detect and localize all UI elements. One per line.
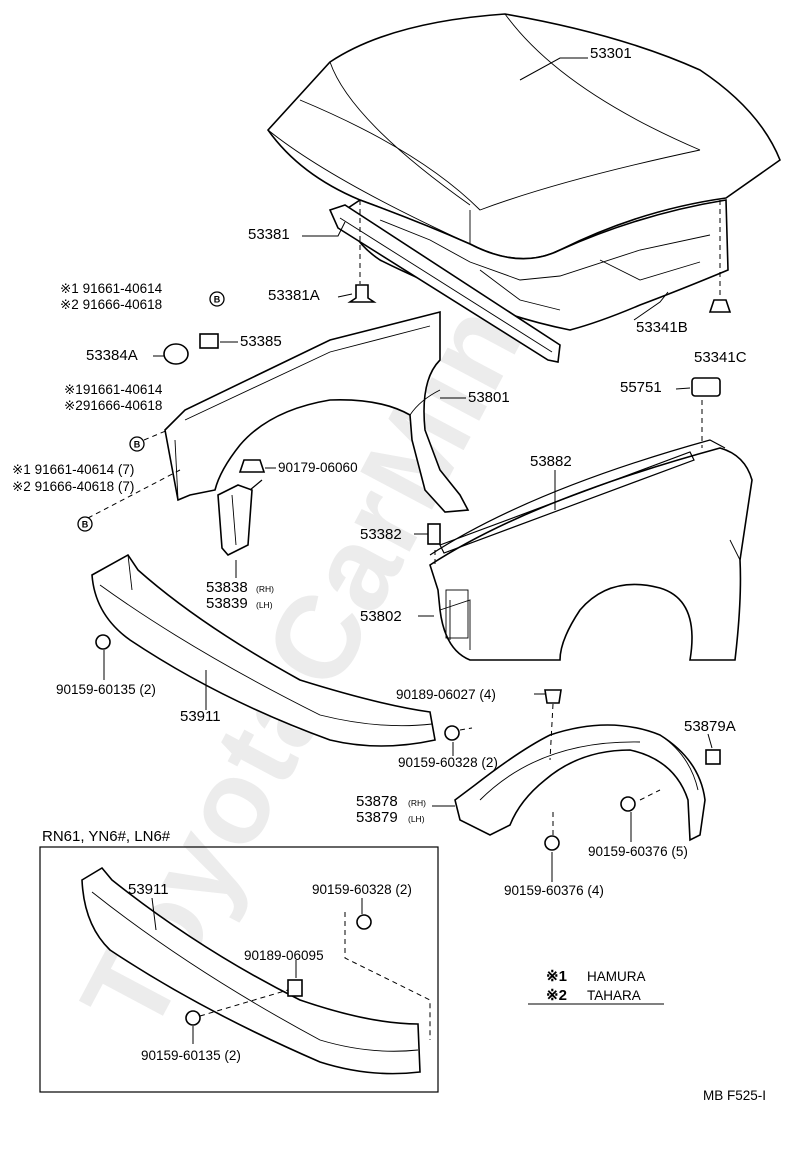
label-53879a: 53879A [684, 718, 736, 735]
label-90159-60376-4: 90159-60376 (4) [504, 883, 604, 898]
bolt-90159-60135[interactable] [95, 634, 111, 650]
label-clip-group1-b: ※2 91666-40618 [60, 297, 162, 312]
stop-53341c[interactable] [708, 299, 732, 313]
label-90159-60328: 90159-60328 (2) [398, 755, 498, 770]
assembly-dashed-lines [87, 200, 721, 835]
label-53802: 53802 [360, 608, 402, 625]
label-90179-06060: 90179-06060 [278, 460, 358, 475]
label-clip-group2-b: ※291666-40618 [64, 398, 162, 413]
inset-title: RN61, YN6#, LN6# [42, 828, 171, 845]
bolt-90159-60328[interactable] [444, 725, 460, 741]
retainer-53385[interactable] [199, 333, 219, 349]
label-53382: 53382 [360, 526, 402, 543]
label-53911: 53911 [180, 708, 221, 725]
label-53301: 53301 [590, 45, 632, 62]
svg-text:B: B [134, 440, 141, 450]
label-53838: 53838 [206, 579, 248, 596]
label-53839: 53839 [206, 595, 248, 612]
label-53882: 53882 [530, 453, 572, 470]
inset-label-53911: 53911 [128, 881, 169, 898]
label-53381: 53381 [248, 226, 290, 243]
front-spoiler-53911[interactable] [91, 553, 436, 747]
clip-53381a[interactable] [347, 284, 377, 303]
label-53381a: 53381A [268, 287, 320, 304]
inset-label-90159-60328: 90159-60328 (2) [312, 882, 412, 897]
fender-molding-53882[interactable] [439, 451, 695, 554]
fender-apron-53801[interactable] [164, 310, 470, 513]
pad-53384a[interactable] [163, 343, 189, 365]
label-90189-06027: 90189-06027 (4) [396, 687, 496, 702]
screw-90159-60376-5[interactable] [620, 796, 636, 812]
label-53879-side: (LH) [408, 814, 425, 824]
clip-90189-06027[interactable] [544, 689, 562, 704]
footer-code: MB F525-I [703, 1088, 766, 1103]
label-clip-group3-a: ※1 91661-40614 (7) [12, 462, 134, 477]
inset-variant-box: RN61, YN6#, LN6# 53911 90159-60328 (2) 9… [39, 828, 439, 1093]
leader-lines [103, 57, 713, 882]
bracket-53838-53839[interactable] [217, 479, 263, 556]
label-clip-group2-a: ※191661-40614 [64, 382, 163, 397]
label-53879: 53879 [356, 809, 398, 826]
inset-spoiler-53911[interactable] [81, 866, 421, 1075]
legend-mark-1: ※1 [546, 968, 567, 985]
label-53385: 53385 [240, 333, 282, 350]
fender-liner-53878-53879[interactable] [454, 724, 706, 842]
inset-bolt-90159-60328[interactable] [356, 914, 372, 930]
badge-b-1: B [209, 291, 225, 307]
legend-name-1: HAMURA [587, 969, 646, 984]
legend-name-2: TAHARA [587, 988, 641, 1003]
label-53341b: 53341B [636, 319, 688, 336]
hood-seal-53381[interactable] [328, 204, 561, 363]
clip-53382[interactable] [427, 523, 441, 545]
label-clip-group1-a: ※1 91661-40614 [60, 281, 163, 296]
label-53384a: 53384A [86, 347, 138, 364]
label-53839-side: (LH) [256, 600, 273, 610]
label-53878: 53878 [356, 793, 398, 810]
inset-bolt-90159-60135[interactable] [185, 1010, 201, 1026]
badge-b-3: B [77, 516, 93, 532]
label-90159-60135: 90159-60135 (2) [56, 682, 156, 697]
badge-b-2: B [129, 436, 145, 452]
inset-label-90189-06095: 90189-06095 [244, 948, 324, 963]
clip-53879a[interactable] [705, 749, 721, 765]
cushion-55751[interactable] [691, 377, 721, 397]
legend: ※1 HAMURA ※2 TAHARA [528, 968, 664, 1005]
label-53801: 53801 [468, 389, 510, 406]
inset-label-90159-60135: 90159-60135 (2) [141, 1048, 241, 1063]
label-53838-side: (RH) [256, 584, 274, 594]
inset-clip-90189-06095[interactable] [287, 979, 303, 997]
screw-90159-60376-4[interactable] [544, 835, 560, 851]
svg-text:B: B [82, 520, 89, 530]
label-clip-group3-b: ※2 91666-40618 (7) [12, 479, 134, 494]
label-53341c: 53341C [694, 349, 747, 366]
svg-text:B: B [214, 295, 221, 305]
nut-90179[interactable] [238, 459, 266, 473]
label-53878-side: (RH) [408, 798, 426, 808]
legend-mark-2: ※2 [546, 987, 567, 1004]
label-90159-60376-5: 90159-60376 (5) [588, 844, 688, 859]
label-55751: 55751 [620, 379, 662, 396]
